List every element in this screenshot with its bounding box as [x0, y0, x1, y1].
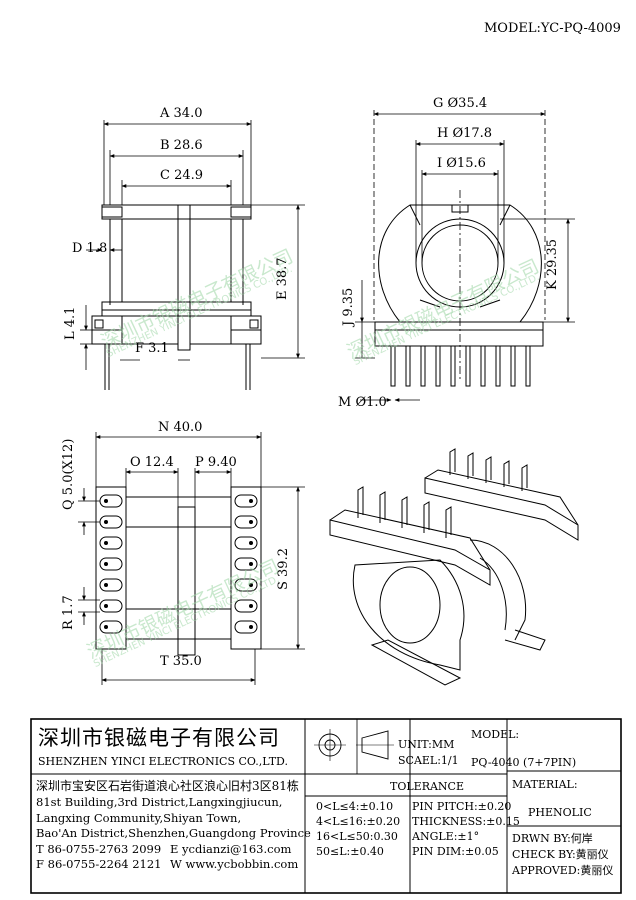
fax: F 86-0755-2264 2121: [36, 857, 162, 871]
front-view: [91, 204, 262, 390]
approved-by: APPROVED:黄丽仪: [512, 864, 614, 877]
front-center-post: [177, 204, 191, 351]
dim-s: S 39.2: [276, 548, 291, 590]
model-label: MODEL:: [471, 728, 520, 741]
dim-o: O 12.4: [130, 455, 174, 470]
telephone: T 86-0755-2763 2099: [36, 842, 162, 856]
material-label: MATERIAL:: [512, 778, 578, 791]
side-view-dimensions: [355, 110, 575, 402]
dim-p: P 9.40: [195, 455, 237, 470]
checked-by: CHECK BY:黄丽仪: [512, 848, 609, 861]
bottom-view: [95, 486, 262, 656]
unit: UNIT:MM: [398, 738, 455, 751]
company-name-en: SHENZHEN YINCI ELECTRONICS CO.,LTD.: [38, 755, 288, 768]
pin-pitch: PIN PITCH:±0.20: [412, 800, 512, 813]
dim-m: M Ø1.0: [338, 395, 387, 410]
address-en-3: Bao'An District,Shenzhen,Guangdong Provi…: [36, 826, 311, 840]
dim-h: H Ø17.8: [437, 126, 493, 141]
angle: ANGLE:±1°: [412, 830, 480, 843]
dim-r: R 1.7: [61, 595, 76, 630]
dim-d: D 1.8: [72, 241, 108, 256]
bottom-pin-slots: [99, 494, 258, 634]
dim-g: G Ø35.4: [433, 96, 488, 111]
dim-j: J 9.35: [341, 287, 356, 326]
tolerance-4: 50≤L:±0.40: [316, 845, 384, 858]
company-name-cn: 深圳市银磁电子有限公司: [38, 726, 280, 750]
address-en-2: Langxing Community,Shiyan Town,: [36, 811, 242, 825]
scale: SCAEL:1/1: [398, 754, 459, 767]
address-en-1: 81st Building,3rd District,Langxingjiucu…: [36, 795, 283, 809]
isometric-view: [329, 448, 579, 686]
tolerance-1: 0<L≤4:±0.10: [316, 800, 394, 813]
dim-a: A 34.0: [160, 106, 203, 121]
dim-b: B 28.6: [160, 138, 203, 153]
bottom-view-dimensions: [78, 432, 305, 685]
dim-e: E 38.7: [275, 257, 290, 300]
dim-l: L 4.1: [63, 306, 78, 340]
tolerance-3: 16<L≤50:0.30: [316, 830, 398, 843]
side-pins: [390, 345, 531, 387]
website: W www.ycbobbin.com: [170, 857, 299, 871]
email: E ycdianzi@163.com: [170, 842, 292, 856]
dim-f: F 3.1: [135, 341, 169, 356]
front-top-flange: [101, 204, 252, 220]
title-block: [30, 718, 622, 894]
dim-t: T 35.0: [160, 654, 202, 669]
dim-k: K 29.35: [545, 238, 560, 290]
address-cn: 深圳市宝安区石岩街道浪心社区浪心旧村3区81栋: [36, 779, 299, 793]
front-view-dimensions: [80, 120, 305, 370]
bottom-center-post: [177, 506, 196, 656]
iso-bore: [379, 566, 441, 644]
tolerance-2: 4<L≤16:±0.20: [316, 815, 401, 828]
side-pin-base: [374, 321, 544, 347]
pin-dim: PIN DIM:±0.05: [412, 845, 499, 858]
material-value: PHENOLIC: [528, 806, 592, 819]
dim-c: C 24.9: [160, 168, 204, 183]
drawn-by: DRWN BY:何岸: [512, 832, 593, 845]
iso-front-flange: [352, 559, 465, 671]
dim-n: N 40.0: [158, 420, 203, 435]
dim-q: Q 5.0(X12): [61, 438, 76, 510]
thickness: THICKNESS:±0.15: [412, 815, 520, 828]
side-view: [374, 204, 544, 387]
tolerance-title: TOLERANCE: [390, 780, 464, 793]
model-header: MODEL:YC-PQ-4009: [484, 21, 621, 36]
dim-i: I Ø15.6: [437, 156, 486, 171]
model-value: PQ-4040 (7+7PIN): [471, 756, 577, 769]
